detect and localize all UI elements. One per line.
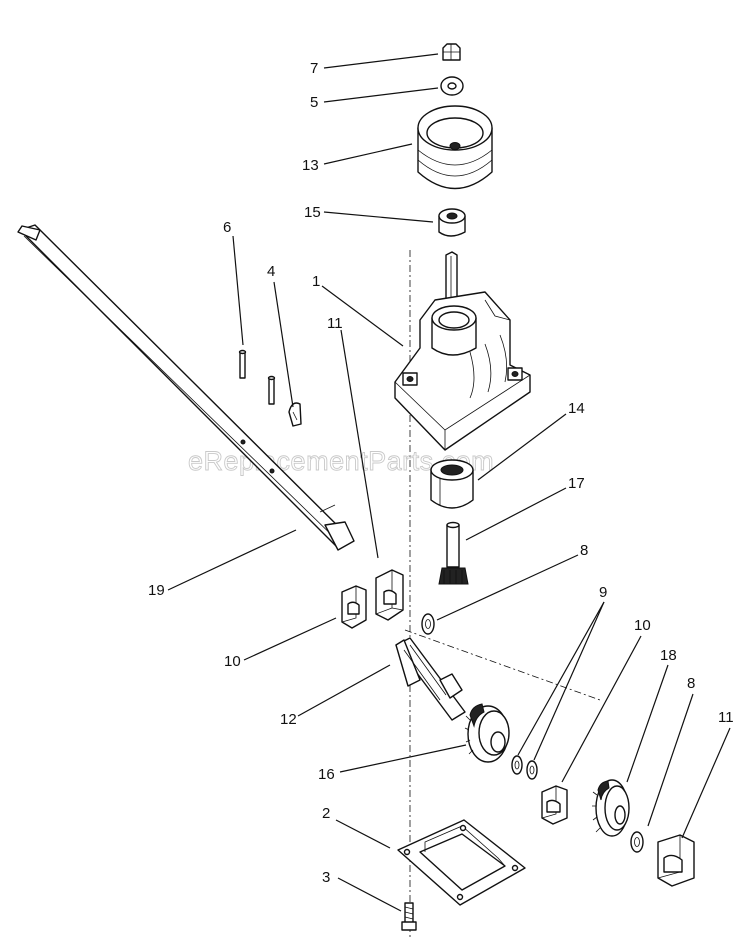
part-9-washer-a (511, 755, 523, 775)
part-11-bushing-upper (375, 569, 404, 621)
part-9-washer-b (526, 760, 538, 780)
callout-18: 18 (660, 647, 677, 664)
callout-13: 13 (302, 157, 319, 174)
part-10-bushing-right (541, 785, 568, 825)
part-16-gear (464, 703, 510, 763)
callout-10: 10 (634, 617, 651, 634)
part-19-axle (17, 224, 355, 551)
callout-2: 2 (322, 805, 330, 822)
part-7-nut (442, 43, 461, 61)
callout-3: 3 (322, 869, 330, 886)
part-4-pin (267, 375, 276, 405)
callout-12: 12 (280, 711, 297, 728)
callout-11: 11 (718, 709, 734, 726)
part-15-spacer (438, 208, 466, 237)
part-12-shaft (395, 637, 466, 721)
part-6-pin (238, 349, 247, 379)
part-8-washer-upper (421, 613, 435, 635)
part-11-bushing-lower (657, 834, 695, 887)
callout-1: 1 (312, 273, 320, 290)
callout-17: 17 (568, 475, 585, 492)
callout-14: 14 (568, 400, 585, 417)
callout-15: 15 (304, 204, 321, 221)
callout-10: 10 (224, 653, 241, 670)
callout-6: 6 (223, 219, 231, 236)
callout-labels: 7 5 13 15 6 4 1 11 14 17 8 19 9 10 10 18… (148, 60, 734, 886)
callout-8: 8 (687, 675, 695, 692)
part-1-housing (394, 251, 531, 451)
callout-8: 8 (580, 542, 588, 559)
part-3-bolt (401, 902, 417, 931)
callout-19: 19 (148, 582, 165, 599)
part-17-pinion-shaft (438, 521, 469, 585)
part-4-clip (288, 402, 302, 427)
callout-11: 11 (327, 315, 343, 332)
callout-4: 4 (267, 263, 275, 280)
part-2-plate (397, 819, 526, 906)
leader-lines (167, 53, 731, 912)
part-10-bushing-left (341, 585, 367, 629)
part-18-gear (592, 779, 630, 837)
callout-9: 9 (599, 584, 607, 601)
part-5-washer (440, 76, 464, 96)
part-14-bearing (430, 459, 474, 509)
part-8-washer-lower (630, 831, 644, 853)
part-13-pulley (417, 105, 493, 190)
callout-7: 7 (310, 60, 318, 77)
callout-5: 5 (310, 94, 318, 111)
shaft-axis (404, 629, 601, 701)
callout-16: 16 (318, 766, 335, 783)
